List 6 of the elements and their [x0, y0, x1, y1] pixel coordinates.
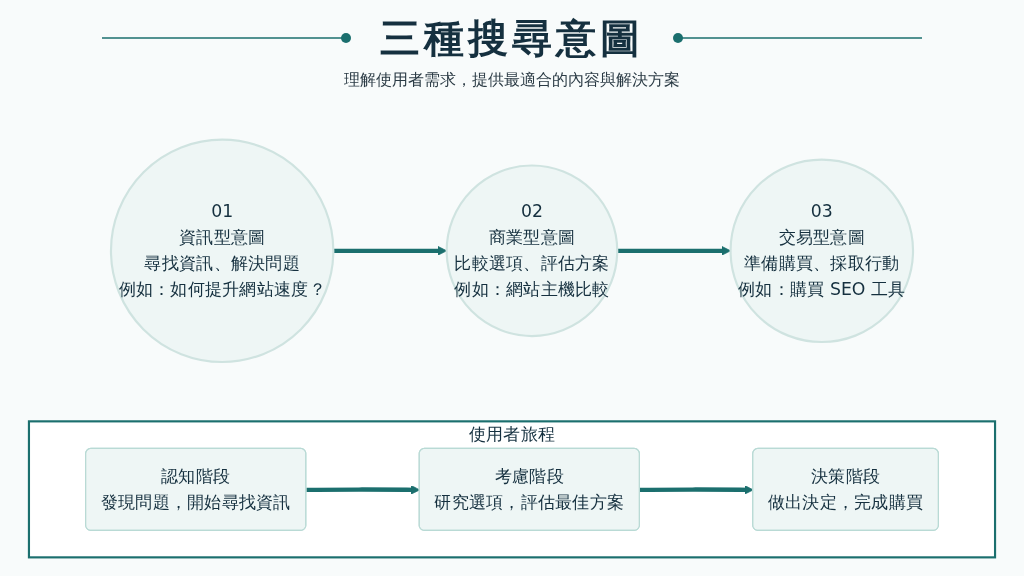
subtitle: 理解使用者需求，提供最適合的內容與解決方案 — [344, 70, 680, 91]
title: 三種搜尋意圖 — [380, 14, 644, 62]
arrow — [617, 246, 731, 256]
node-circle: 01 資訊型意圖 尋找資訊、解決問題 例如：如何提升網站速度？ — [109, 138, 335, 364]
node-circle: 03 交易型意圖 準備購買、採取行動 例如：購買 SEO 工具 — [729, 158, 915, 344]
node-circle: 02 商業型意圖 比較選項、評估方案 例如：網站主機比較 — [445, 164, 619, 338]
